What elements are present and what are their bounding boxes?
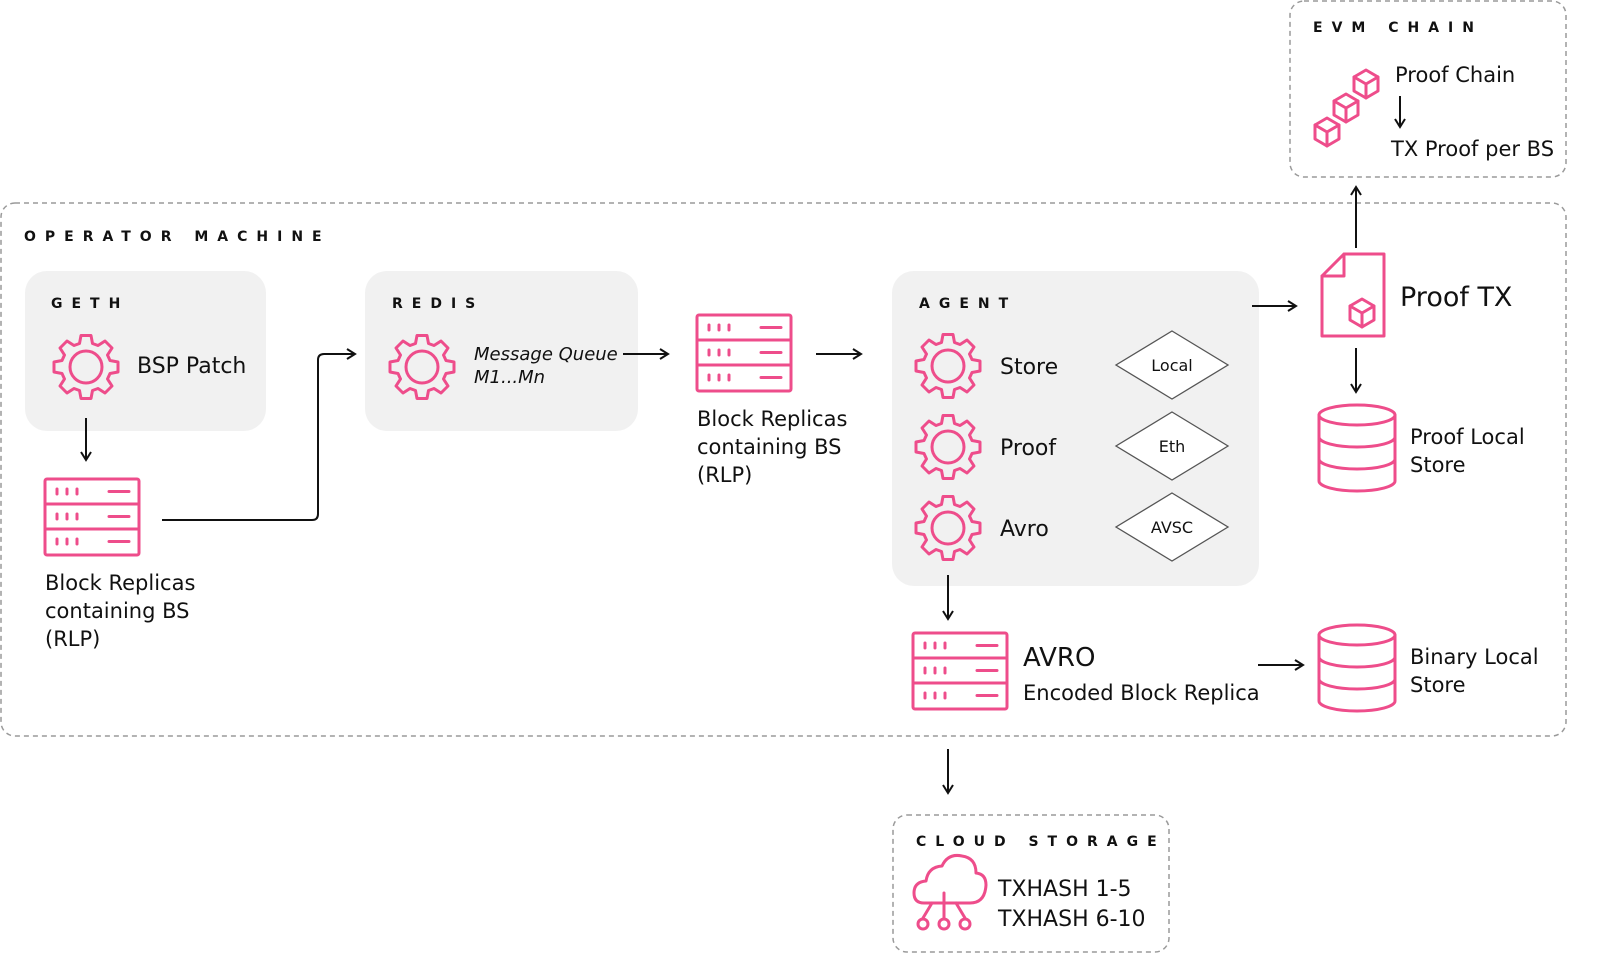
geth-panel: [25, 271, 266, 431]
agent-title: AGENT: [919, 296, 1017, 312]
redis-replicas-line3: (RLP): [697, 463, 752, 487]
evm-chain-container: [1289, 0, 1567, 178]
agent-proof-tag-shape: [1114, 411, 1230, 481]
binary-store-line1: Binary Local: [1410, 645, 1539, 669]
tx-proof-label: TX Proof per BS: [1390, 137, 1554, 161]
agent-avro-tag: AVSC: [1151, 518, 1193, 537]
geth-title: GETH: [51, 296, 129, 312]
proof-chain-label: Proof Chain: [1395, 63, 1515, 87]
agent-avro-label: Avro: [1000, 517, 1049, 542]
chain-blocks-icon: [1313, 68, 1380, 148]
geth-replicas-line2: containing BS: [45, 599, 189, 623]
database-icon: [1317, 623, 1397, 713]
agent-store-tag-shape: [1114, 330, 1230, 400]
server-icon: [43, 477, 141, 557]
txhash-line2: TXHASH 6-10: [997, 907, 1146, 932]
database-icon: [1317, 403, 1397, 493]
operator-machine-title: OPERATOR MACHINE: [24, 229, 331, 245]
redis-title: REDIS: [392, 296, 484, 312]
cloud-network-icon: [912, 854, 988, 931]
server-icon: [695, 313, 793, 393]
connectors: [80, 96, 1406, 795]
redis-replicas-line1: Block Replicas: [697, 407, 847, 431]
cloud-storage-container: [892, 814, 1170, 953]
operator-machine-container: [0, 202, 1567, 737]
agent-store-label: Store: [1000, 355, 1058, 380]
binary-store-line2: Store: [1410, 673, 1466, 697]
message-queue-label: Message Queue: [474, 344, 618, 365]
avro-subtitle: Encoded Block Replica: [1023, 681, 1260, 705]
server-icon: [911, 631, 1009, 711]
agent-avro-tag-shape: [1114, 492, 1230, 562]
proof-tx-label: Proof TX: [1400, 282, 1512, 313]
redis-replicas-line2: containing BS: [697, 435, 841, 459]
agent-store-tag: Local: [1151, 356, 1192, 375]
cloud-storage-title: CLOUD STORAGE: [916, 834, 1166, 850]
message-queue-range: M1...Mn: [474, 367, 545, 388]
txhash-line1: TXHASH 1-5: [997, 877, 1132, 902]
document-cube-icon: [1320, 252, 1386, 338]
proof-store-line1: Proof Local: [1410, 425, 1525, 449]
proof-store-line2: Store: [1410, 453, 1466, 477]
evm-chain-title: EVM CHAIN: [1313, 20, 1483, 36]
agent-proof-tag: Eth: [1159, 437, 1186, 456]
avro-title: AVRO: [1023, 643, 1095, 673]
agent-proof-label: Proof: [1000, 436, 1057, 461]
arrow-replicas-to-redis: [162, 348, 357, 521]
geth-replicas-line3: (RLP): [45, 627, 100, 651]
geth-replicas-line1: Block Replicas: [45, 571, 195, 595]
bsp-patch-label: BSP Patch: [137, 354, 246, 379]
redis-panel: [365, 271, 638, 431]
